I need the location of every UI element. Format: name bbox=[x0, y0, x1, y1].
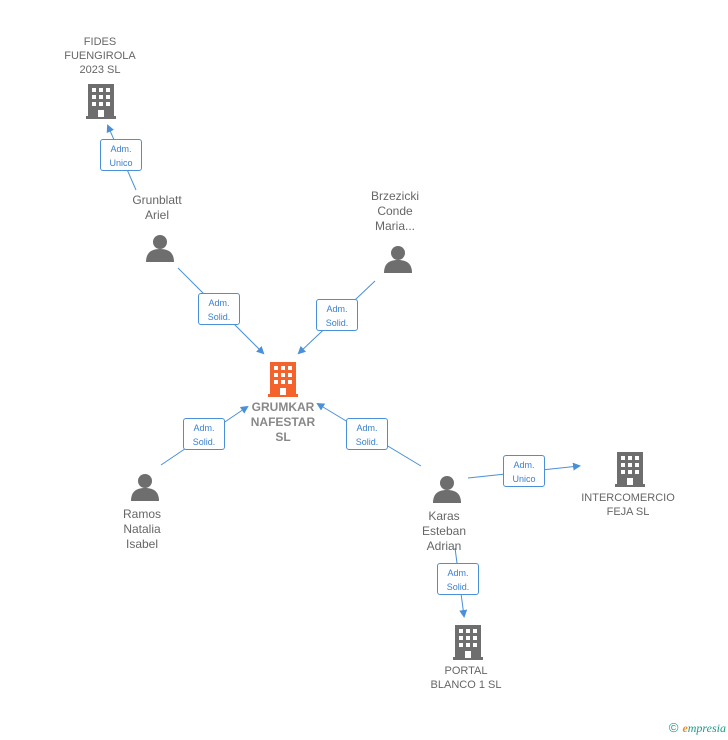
company-label-portal[interactable]: PORTAL BLANCO 1 SL bbox=[430, 665, 502, 691]
role-box-adm-unico: Adm. Unico bbox=[100, 139, 142, 171]
role-line2: Unico bbox=[109, 158, 133, 168]
person-label-karas[interactable]: Karas Esteban Adrian bbox=[421, 509, 467, 553]
role-box-adm-solid: Adm. Solid. bbox=[198, 293, 240, 325]
brand-name: mpresia bbox=[687, 721, 726, 735]
building-icon bbox=[86, 84, 116, 119]
person-icon bbox=[433, 476, 461, 503]
person-icon bbox=[131, 474, 159, 501]
role-box-adm-solid: Adm. Solid. bbox=[437, 563, 479, 595]
person-label-brzezicki[interactable]: Brzezicki Conde Maria... bbox=[370, 189, 419, 233]
building-icon bbox=[453, 625, 483, 660]
role-line1: Adm. bbox=[208, 298, 230, 308]
role-line2: Solid. bbox=[446, 582, 470, 592]
role-box-adm-solid: Adm. Solid. bbox=[316, 299, 358, 331]
copyright-icon: © bbox=[668, 720, 679, 735]
role-box-adm-solid: Adm. Solid. bbox=[183, 418, 225, 450]
role-box-adm-unico: Adm. Unico bbox=[503, 455, 545, 487]
person-label-grunblatt[interactable]: Grunblatt Ariel bbox=[132, 193, 182, 222]
role-line2: Solid. bbox=[355, 437, 379, 447]
company-label-intercomercio[interactable]: INTERCOMERCIO FEJA SL bbox=[581, 492, 675, 518]
role-line1: Adm. bbox=[447, 568, 469, 578]
building-icon bbox=[268, 362, 298, 397]
building-icon bbox=[615, 452, 645, 487]
role-line1: Adm. bbox=[110, 144, 132, 154]
role-box-adm-solid: Adm. Solid. bbox=[346, 418, 388, 450]
company-label-fides[interactable]: FIDES FUENGIROLA 2023 SL bbox=[64, 36, 136, 76]
role-line2: Solid. bbox=[325, 318, 349, 328]
role-line2: Solid. bbox=[192, 437, 216, 447]
brand-logo[interactable]: ©empresia bbox=[669, 720, 726, 736]
person-icon bbox=[146, 235, 174, 262]
role-line2: Solid. bbox=[207, 312, 231, 322]
person-icon bbox=[384, 246, 412, 273]
brand-e: e bbox=[682, 721, 688, 735]
role-line1: Adm. bbox=[513, 460, 535, 470]
company-label-grumkar[interactable]: GRUMKAR NAFESTAR SL bbox=[250, 400, 316, 444]
role-line1: Adm. bbox=[326, 304, 348, 314]
role-line1: Adm. bbox=[193, 423, 215, 433]
role-line2: Unico bbox=[512, 474, 536, 484]
role-line1: Adm. bbox=[356, 423, 378, 433]
person-label-ramos[interactable]: Ramos Natalia Isabel bbox=[122, 507, 161, 551]
